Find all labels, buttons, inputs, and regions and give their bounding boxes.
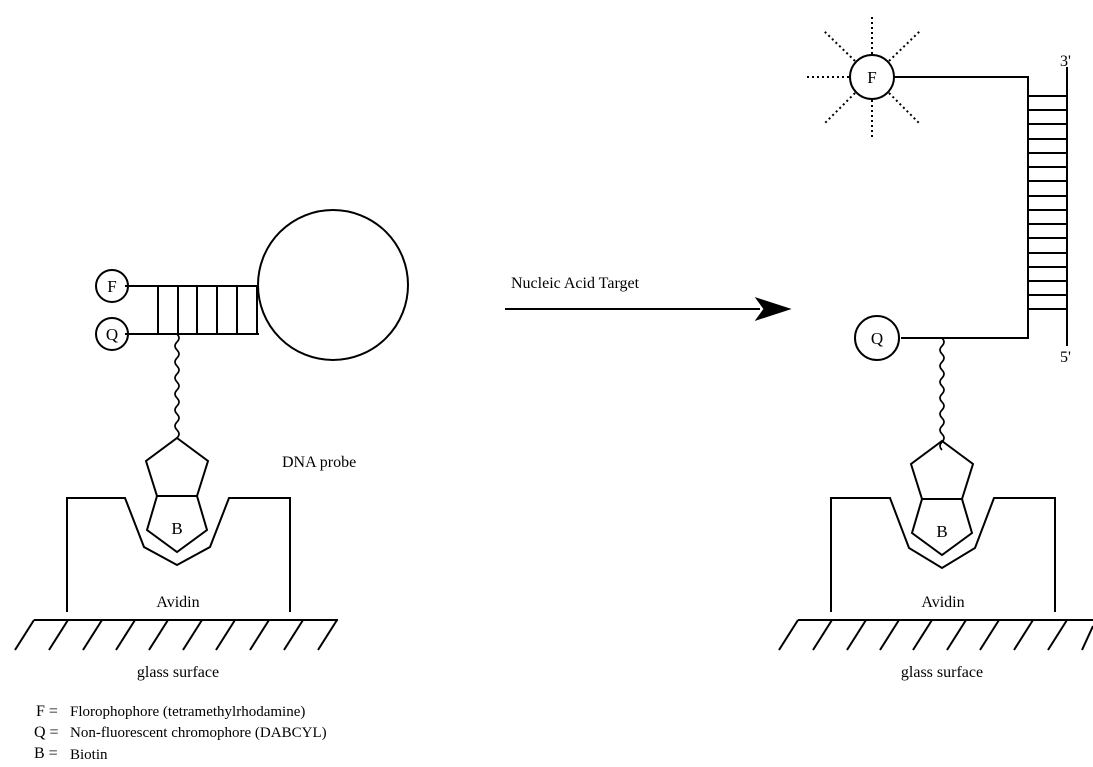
left-hairpin-loop: [257, 209, 409, 361]
right-avidin: [830, 497, 1056, 612]
right-quencher: Q: [854, 315, 900, 361]
legend-key: F =: [36, 703, 58, 720]
left-stem-rungs: [157, 286, 258, 334]
left-fluorophore-label: F: [107, 277, 116, 296]
left-quencher-label: Q: [106, 325, 118, 344]
legend-item: Q = Non-fluorescent chromophore (DABCYL): [34, 724, 327, 741]
probe-label: DNA probe: [282, 454, 356, 471]
left-glass-surface: [14, 619, 338, 651]
left-surface-label: glass surface: [137, 664, 219, 681]
legend-text: Florophophore (tetramethylrhodamine): [70, 704, 305, 720]
right-biotin-label: B: [936, 522, 947, 541]
right-biotin: B: [909, 439, 975, 557]
left-avidin-label: Avidin: [156, 594, 199, 611]
legend-item: F = Florophophore (tetramethylrhodamine): [36, 703, 305, 720]
left-quencher: Q: [95, 317, 129, 351]
target-rungs: [1028, 95, 1067, 310]
left-linker: [174, 333, 180, 439]
legend-key: Q =: [34, 724, 59, 741]
left-biotin-label: B: [171, 519, 182, 538]
left-panel: F Q B Avidin: [14, 209, 409, 681]
right-fluorophore: F: [806, 14, 921, 140]
left-biotin: B: [144, 436, 210, 554]
right-quencher-label: Q: [871, 329, 883, 348]
legend: F = Florophophore (tetramethylrhodamine)…: [34, 703, 327, 763]
right-linker: [939, 337, 945, 451]
arrow-head: [754, 297, 792, 321]
left-fluorophore: F: [95, 269, 129, 303]
emission-rays: [806, 14, 921, 140]
right-fluorophore-label: F: [867, 68, 876, 87]
strand-5prime-label: 5': [1060, 349, 1071, 366]
legend-text: Biotin: [70, 747, 108, 763]
reaction-arrow: Nucleic Acid Target: [505, 275, 792, 321]
right-avidin-label: Avidin: [921, 594, 964, 611]
right-probe-strand: [894, 76, 1029, 339]
legend-text: Non-fluorescent chromophore (DABCYL): [70, 725, 327, 741]
legend-key: B =: [34, 745, 58, 762]
strand-3prime-label: 3': [1060, 53, 1071, 70]
right-surface-label: glass surface: [901, 664, 983, 681]
legend-item: B = Biotin: [34, 745, 108, 763]
right-panel: F 3' 5' Q: [778, 14, 1093, 681]
arrow-label: Nucleic Acid Target: [511, 275, 640, 292]
right-glass-surface: [778, 619, 1093, 651]
left-avidin: [66, 497, 291, 612]
